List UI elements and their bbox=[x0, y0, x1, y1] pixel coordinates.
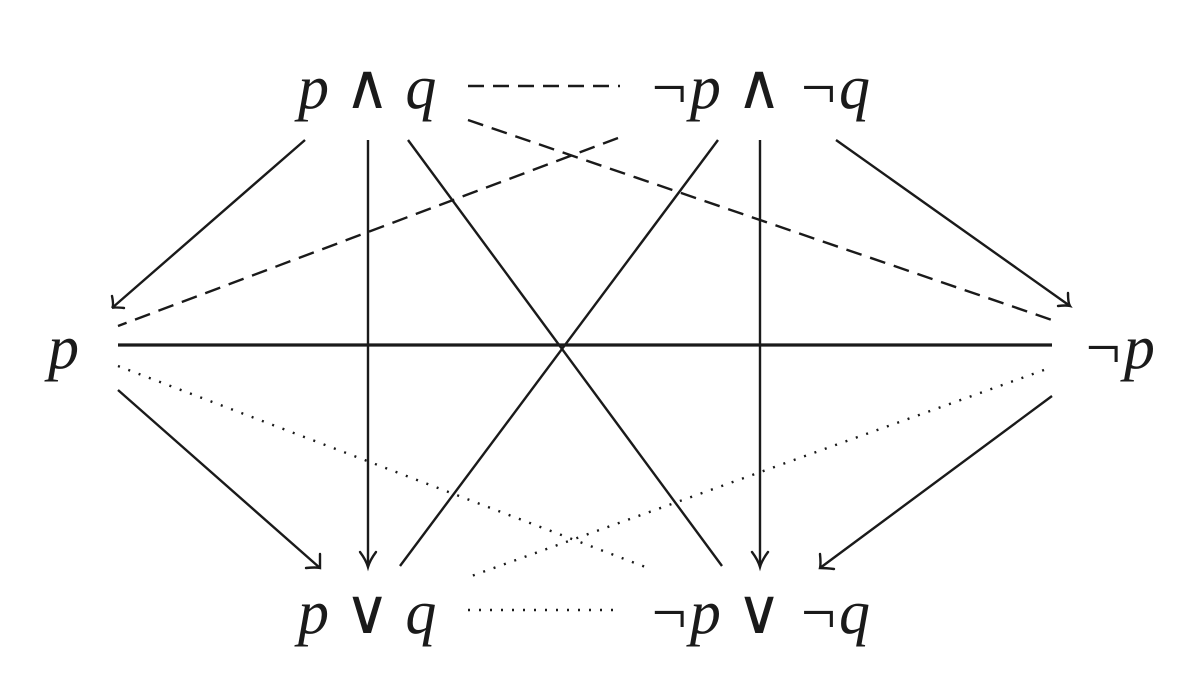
node-label-not-p-or-not-q: ¬p ∨ ¬q bbox=[648, 579, 870, 647]
edge-npnq-and-to-pq-or bbox=[399, 139, 719, 567]
arrowhead-at-npnq-or-from-np bbox=[818, 552, 836, 571]
arrowhead-at-np-from-npnq-and bbox=[1056, 291, 1073, 308]
arrowhead-at-p-from-pq-and bbox=[110, 294, 126, 310]
node-label-p-or-q: p ∨ q bbox=[294, 579, 436, 647]
arrowhead-at-npnq-or-from-npnq-and bbox=[750, 550, 770, 572]
node-label-not-p-and-not-q: ¬p ∧ ¬q bbox=[648, 54, 870, 122]
edge-pq-and-to-npnq-or bbox=[407, 139, 723, 567]
node-label-p: p bbox=[44, 314, 79, 382]
node-label-not-p: ¬p bbox=[1082, 314, 1155, 382]
arrowhead-at-pq-or-from-pq-and bbox=[358, 550, 378, 572]
edge-pq-and-to-p bbox=[111, 139, 306, 309]
edge-npnq-and-to-p bbox=[117, 136, 619, 328]
edge-npnq-and-to-np bbox=[835, 139, 1071, 307]
edge-np-to-pq-or bbox=[465, 368, 1045, 580]
arrowhead-at-pq-or-from-p bbox=[304, 552, 322, 570]
edge-p-to-npnq-or bbox=[117, 364, 649, 570]
edge-p-to-pq-or bbox=[117, 389, 321, 569]
edge-np-to-npnq-or bbox=[819, 395, 1053, 569]
node-label-p-and-q: p ∧ q bbox=[294, 54, 436, 122]
